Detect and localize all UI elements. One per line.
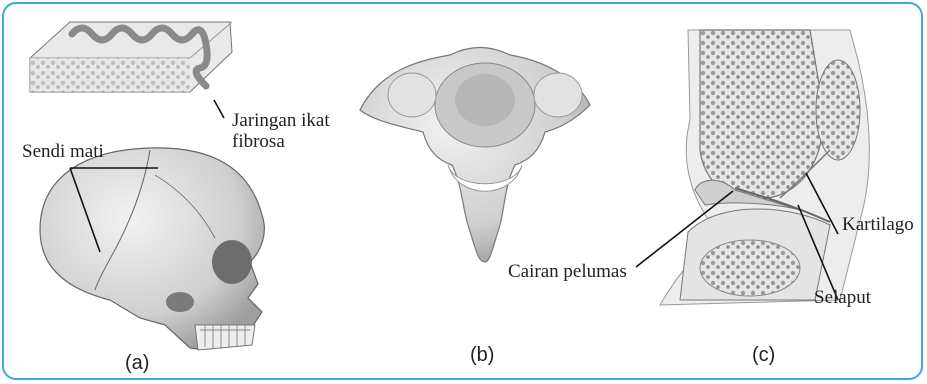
- membrane-label: Selaput: [814, 288, 871, 307]
- knee-joint-illustration: [660, 30, 869, 305]
- fluid-label: Cairan pelumas: [508, 262, 627, 281]
- panel-label-c: (c): [752, 345, 775, 365]
- tissue-label-line2: fibrosa: [232, 132, 285, 151]
- tissue-label-line1: Jaringan ikat: [232, 111, 330, 130]
- leader-line-tissue: [214, 100, 224, 118]
- panel-label-a: (a): [125, 353, 149, 373]
- joint-label: Sendi mati: [22, 142, 104, 161]
- vertebra-illustration: [360, 48, 590, 263]
- suture-block-illustration: [30, 22, 232, 92]
- panel-label-b: (b): [470, 345, 494, 365]
- cartilage-label: Kartilago: [842, 215, 914, 234]
